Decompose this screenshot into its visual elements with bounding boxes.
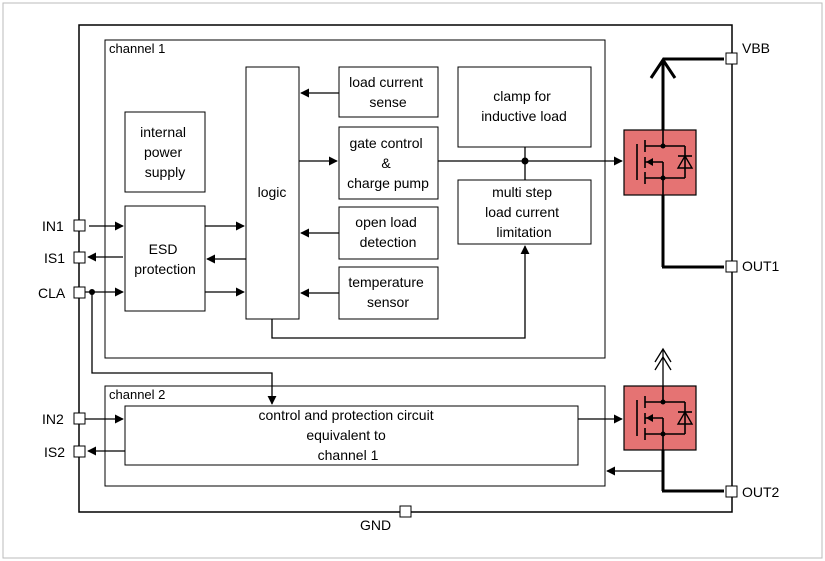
temperature-sensor-label: temperature sensor: [348, 274, 427, 310]
channel1-title: channel 1: [109, 41, 165, 56]
mosfet2-symbol: [636, 386, 694, 450]
pin-in2: [73, 412, 86, 425]
temperature-sensor-block: [338, 266, 439, 320]
channel2-control-block: [124, 405, 579, 466]
pin-label-out1: OUT1: [742, 258, 780, 274]
esd-protection-label: ESD protection: [134, 241, 195, 277]
current-limitation-label: multi step load current limitation: [485, 184, 563, 240]
pin-label-is2: IS2: [44, 444, 65, 460]
pin-vbb: [725, 52, 738, 65]
esd-protection-block: [124, 205, 206, 312]
clamp-label: clamp for inductive load: [481, 88, 567, 124]
load-current-sense-label: load current sense: [349, 74, 427, 110]
pin-label-in2: IN2: [42, 411, 64, 427]
logic-block: [245, 66, 300, 320]
mosfet1-symbol: [636, 130, 694, 195]
cla-channel2-line: [89, 289, 277, 405]
pin-out1: [725, 260, 738, 273]
junction-dot: [521, 157, 529, 165]
pin-is1: [73, 251, 86, 264]
pin-label-cla: CLA: [38, 285, 66, 301]
internal-power-supply-label: internal power supply: [140, 124, 190, 180]
channel2-control-label: control and protection circuit equivalen…: [259, 407, 438, 463]
channel2-title: channel 2: [109, 387, 165, 402]
open-load-detection-block: [338, 206, 439, 260]
pin-label-is1: IS1: [44, 250, 65, 266]
pin-out2: [725, 485, 738, 498]
power-path-ch1: [649, 57, 724, 269]
gate-control-block: [338, 126, 439, 200]
power-path-ch2: [654, 347, 724, 493]
open-load-detection-label: open load detection: [355, 214, 420, 250]
channel1-signal-lines: [84, 88, 623, 339]
pin-in1: [73, 219, 86, 232]
pin-label-vbb: VBB: [742, 40, 770, 56]
pin-label-in1: IN1: [42, 218, 64, 234]
junction-dot: [89, 289, 95, 295]
gate-control-label: gate control & charge pump: [347, 135, 429, 191]
load-current-sense-block: [338, 66, 439, 118]
pin-label-out2: OUT2: [742, 484, 780, 500]
pin-cla: [73, 286, 86, 299]
current-limitation-block: [457, 179, 592, 245]
pin-is2: [73, 445, 86, 458]
logic-label: logic: [258, 184, 287, 200]
internal-power-supply-block: [124, 111, 206, 193]
pin-label-gnd: GND: [360, 517, 391, 533]
pin-gnd: [399, 505, 412, 518]
clamp-block: [457, 66, 592, 148]
